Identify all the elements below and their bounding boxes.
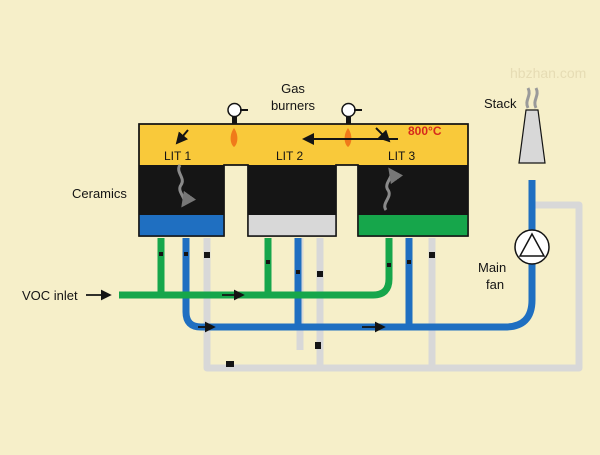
- chamber-outline: [138, 123, 469, 237]
- main-fan-label-line1: Main: [478, 260, 506, 275]
- temperature-label: 800°C: [408, 124, 442, 138]
- duct-flow-arrows: [86, 289, 386, 333]
- gas-burners-label-line1: Gas: [281, 81, 305, 96]
- plenum-lit3-inlet: [358, 215, 468, 236]
- flame-icon: [230, 128, 238, 147]
- burner-right: [341, 102, 362, 147]
- ceramic-bed-lit3: [358, 165, 468, 215]
- main-fan-label-line2: fan: [486, 277, 504, 292]
- lit2-label: LIT 2: [276, 149, 303, 163]
- stack-chimney: [518, 109, 546, 164]
- chamber-flow-arrows: [175, 127, 398, 145]
- lit3-label: LIT 3: [388, 149, 415, 163]
- voc-inlet-label: VOC inlet: [22, 288, 78, 303]
- arrow-down-left-icon: [175, 129, 189, 145]
- burner-left: [227, 102, 248, 147]
- wavy-arrow-up-icon: [383, 167, 404, 211]
- lit1-label: LIT 1: [164, 149, 191, 163]
- stack: [518, 87, 546, 164]
- inlet-ducts: [119, 238, 393, 299]
- valve-icon: [387, 263, 391, 267]
- smoke-icon: [533, 87, 539, 109]
- plenum-lit2-purge: [248, 215, 336, 236]
- gas-burners-label-line2: burners: [271, 98, 316, 113]
- valve-icon: [315, 342, 321, 349]
- valve-icon: [429, 252, 435, 258]
- ceramic-bed-lit2: [248, 165, 336, 215]
- outlet-ducts: [182, 180, 536, 331]
- valve-icon: [204, 252, 210, 258]
- rto-chamber-block: [138, 123, 469, 237]
- valve-icon: [266, 260, 270, 264]
- outlet-main-duct: [182, 180, 536, 331]
- ceramics-label: Ceramics: [72, 186, 127, 201]
- wavy-arrow-down-icon: [177, 164, 197, 208]
- valve-icon: [407, 260, 411, 264]
- watermark: hbzhan.com: [510, 65, 586, 81]
- valve-icon: [317, 271, 323, 277]
- arrow-down-right-icon: [375, 127, 391, 143]
- plenum-lit1-outlet: [139, 215, 224, 236]
- valve-icon: [296, 270, 300, 274]
- valve-icon: [226, 361, 234, 367]
- valve-icon: [184, 252, 188, 256]
- stack-label: Stack: [484, 96, 517, 111]
- fan-triangle-icon: [518, 232, 546, 257]
- main-fan: [514, 229, 550, 265]
- smoke-icon: [525, 87, 531, 109]
- valve-icon: [159, 252, 163, 256]
- voc-inlet-duct: [119, 238, 393, 299]
- flame-icon: [344, 128, 352, 147]
- valves: [159, 252, 435, 367]
